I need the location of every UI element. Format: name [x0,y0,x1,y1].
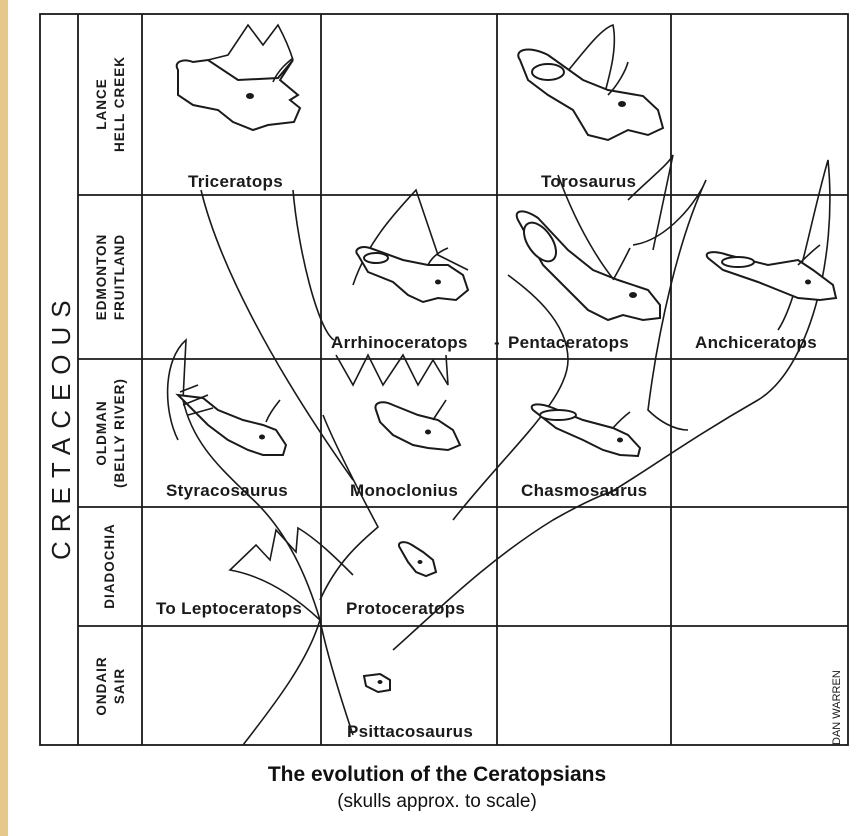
taxon-label-arrhinoceratops: Arrhinoceratops [331,333,468,352]
stage-label-hell-creek: HELL CREEK [112,56,127,152]
lineage-to-pentaceratops [606,160,830,495]
styracosaurus-skull-icon [178,385,286,455]
skull-illustrations [177,50,836,692]
period-label: CRETACEOUS [46,291,76,560]
ceratopsian-evolution-diagram: CRETACEOUS LANCE HELL CREEK EDMONTON FRU… [8,0,866,760]
taxon-label-styracosaurus: Styracosaurus [166,481,288,500]
lineage-styracosaurus [168,340,320,620]
stage-label-oldman: OLDMAN [94,400,109,465]
stage-label-diadochia: DIADOCHIA [102,523,117,609]
arrhino-penta-connector: - [494,333,500,352]
lineage-lines [168,25,830,745]
stage-label-fruitland: FRUITLAND [112,234,127,320]
torosaurus-skull-icon [518,50,663,140]
taxon-label-chasmosaurus: Chasmosaurus [521,481,647,500]
caption-title: The evolution of the Ceratopsians [8,763,866,787]
stage-label-edmonton: EDMONTON [94,234,109,321]
taxon-label-pentaceratops: Pentaceratops [508,333,629,352]
taxon-label-anchiceratops: Anchiceratops [695,333,817,352]
taxon-label-psittacosaurus: Psittacosaurus [347,722,473,741]
protoceratops-skull-icon [399,542,436,576]
anchiceratops-skull-icon [707,245,836,300]
lineage-to-arrhinoceratops [293,190,334,340]
diagram-canvas: CRETACEOUS LANCE HELL CREEK EDMONTON FRU… [8,0,866,836]
stage-label-sair: SAIR [112,668,127,704]
stage-labels: LANCE HELL CREEK EDMONTON FRUITLAND OLDM… [94,56,127,716]
triceratops-skull-icon [177,58,300,130]
stage-label-ondair: ONDAIR [94,656,109,715]
chasmosaurus-skull-icon [532,404,640,456]
arrhinoceratops-skull-icon [356,247,468,302]
stage-label-lance: LANCE [94,78,109,130]
taxon-label-to-leptoceratops: To Leptoceratops [156,599,302,618]
taxon-label-protoceratops: Protoceratops [346,599,465,618]
caption-subtitle: (skulls approx. to scale) [8,791,866,813]
taxon-label-triceratops: Triceratops [188,172,283,191]
stage-label-belly-river: (BELLY RIVER) [112,378,127,488]
pentaceratops-skull-icon [517,211,660,320]
artist-signature: DAN WARREN [831,670,843,745]
lineage-triceratops-crest [208,25,293,60]
monoclonius-skull-icon [375,400,460,450]
lineage-trunk-right [320,620,353,735]
lineage-trunk-left [243,620,320,745]
taxon-label-monoclonius: Monoclonius [350,481,458,500]
taxon-label-torosaurus: Torosaurus [541,172,636,191]
psittacosaurus-skull-icon [364,674,390,692]
